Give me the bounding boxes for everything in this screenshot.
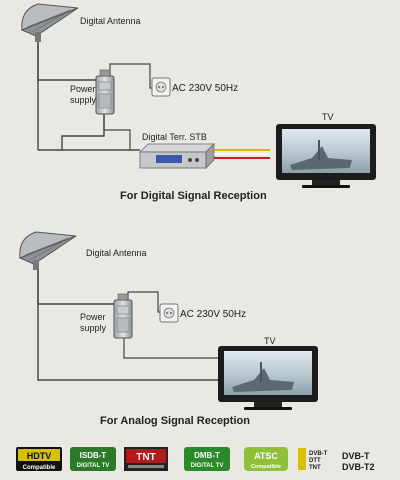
badge-dvbt-line3: TNT <box>309 465 321 471</box>
badge-isdbt: ISDB-T DIGITAL TV <box>70 447 116 471</box>
badge-dvbt2: DVB-T DVB-T2 <box>342 451 375 472</box>
bottom-diagram: Digital Antenna Power supply AC 230V 50H… <box>18 231 318 427</box>
badge-dvbt-line2: DTT <box>309 458 321 464</box>
badge-dmbt-line1: DMB-T <box>194 451 220 460</box>
power-supply-bottom-icon <box>113 293 133 339</box>
badge-isdbt-line2: DIGITAL TV <box>77 463 110 469</box>
cable-bottom-antenna-to-psu <box>37 262 118 305</box>
psu-bottom-label-line1: Power <box>80 312 106 322</box>
outlet-bottom-icon <box>159 303 179 323</box>
caption-top: For Digital Signal Reception <box>120 190 267 202</box>
tv-top-label: TV <box>322 112 334 122</box>
antenna-top-label: Digital Antenna <box>80 16 141 26</box>
top-diagram: Digital Antenna Power supply AC 230V 50H… <box>20 3 376 202</box>
set-top-box-icon <box>139 143 215 169</box>
outlet-top-label: AC 230V 50Hz <box>172 83 238 94</box>
tv-bottom-icon <box>218 346 318 410</box>
cable-bottom-psu-to-tv <box>123 338 232 359</box>
badge-dmbt-line2: DIGITAL TV <box>191 463 224 469</box>
badge-tnt: TNT <box>124 447 168 471</box>
badge-dmbt: DMB-T DIGITAL TV <box>184 447 230 471</box>
antenna-top-icon <box>20 3 79 42</box>
outlet-top-icon <box>151 77 171 97</box>
badge-atsc-line1: ATSC <box>254 451 278 461</box>
badge-atsc-line2: Compatible <box>251 464 281 470</box>
badge-dvbt-dtt-tnt: DVB-T DTT TNT <box>298 448 328 471</box>
badge-dvbt-line1: DVB-T <box>309 451 328 457</box>
psu-top-label-line1: Power <box>70 84 96 94</box>
badge-tnt-line1: TNT <box>136 452 155 463</box>
cable-psu-to-ground <box>61 114 105 150</box>
cable-antenna-to-psu <box>37 38 104 81</box>
stb-label: Digital Terr. STB <box>142 132 207 142</box>
psu-bottom-label-line2: supply <box>80 323 107 333</box>
cable-psu-to-stb <box>103 114 131 150</box>
badge-atsc: ATSC Compatible <box>244 447 288 471</box>
tv-bottom-label: TV <box>264 336 276 346</box>
badge-dvbt2-line2: DVB-T2 <box>342 462 375 472</box>
badge-isdbt-line1: ISDB-T <box>80 451 107 460</box>
badge-hdtv-line2: Compatible <box>23 465 56 471</box>
cable-bottom-left-vertical <box>37 262 232 381</box>
compat-badges: HDTV Compatible ISDB-T DIGITAL TV TNT DM… <box>16 447 375 472</box>
power-supply-top-icon <box>95 69 115 115</box>
badge-hdtv: HDTV Compatible <box>16 447 62 471</box>
badge-dvbt2-line1: DVB-T <box>342 451 370 461</box>
tv-top-icon <box>276 124 376 188</box>
antenna-bottom-label: Digital Antenna <box>86 248 147 258</box>
badge-hdtv-line1: HDTV <box>27 451 52 461</box>
caption-bottom: For Analog Signal Reception <box>100 415 250 427</box>
antenna-bottom-icon <box>18 231 77 270</box>
outlet-bottom-label: AC 230V 50Hz <box>180 309 246 320</box>
psu-top-label-line2: supply <box>70 95 97 105</box>
